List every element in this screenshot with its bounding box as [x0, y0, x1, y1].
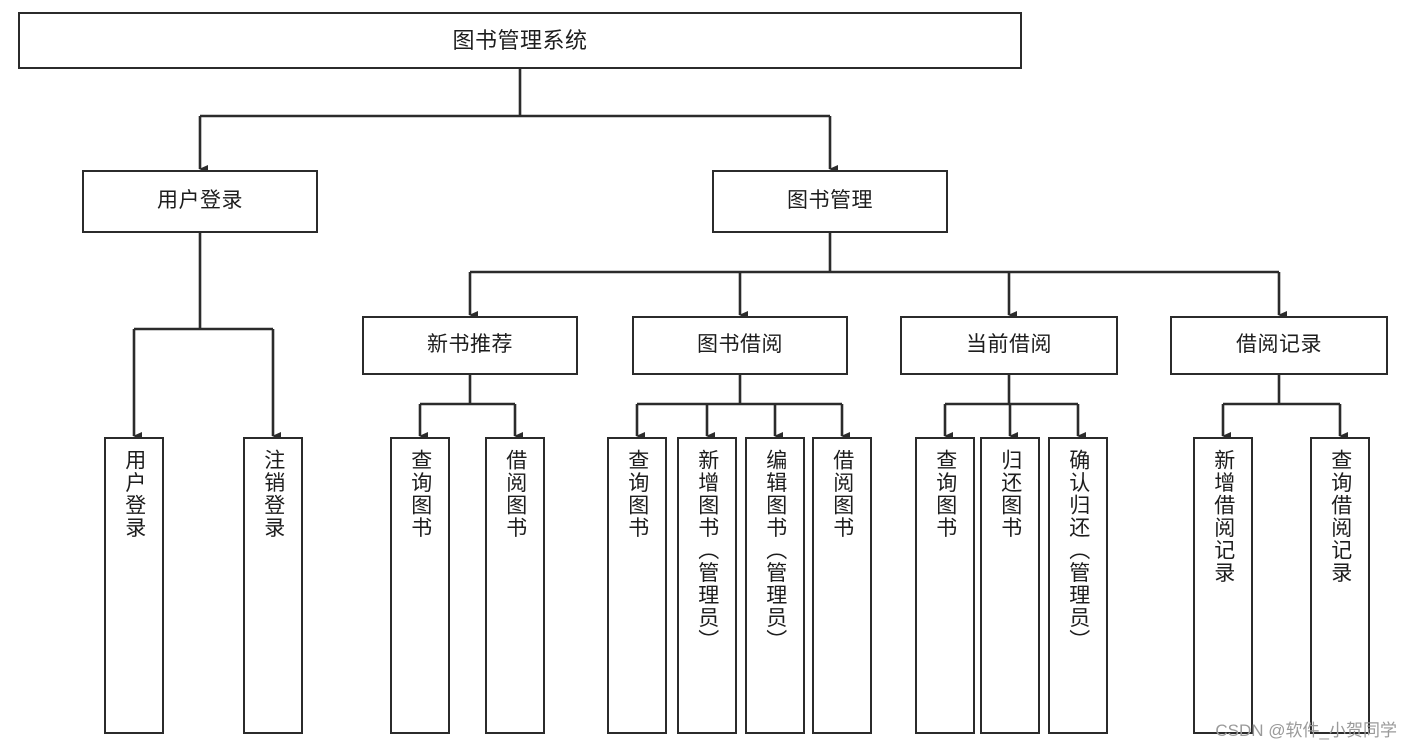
leaf-add-book[interactable]: 新增图书（管理员） [677, 437, 737, 734]
node-user-login-label: 用户登录 [157, 189, 243, 213]
leaf-query-book-current-label: 查询图书 [933, 449, 957, 539]
leaf-add-borrow-record-label: 新增借阅记录 [1211, 449, 1235, 584]
node-current-borrow[interactable]: 当前借阅 [900, 316, 1118, 375]
node-root[interactable]: 图书管理系统 [18, 12, 1022, 69]
node-book-borrow-label: 图书借阅 [697, 333, 783, 357]
leaf-borrow-book-recommend[interactable]: 借阅图书 [485, 437, 545, 734]
node-book-manage-label: 图书管理 [787, 189, 873, 213]
leaf-edit-book-label: 编辑图书（管理员） [763, 449, 787, 652]
leaf-query-borrow-record[interactable]: 查询借阅记录 [1310, 437, 1370, 734]
leaf-query-book-borrow-label: 查询图书 [625, 449, 649, 539]
watermark: CSDN @软件_小贺同学 [1215, 721, 1397, 740]
leaf-user-login-label: 用户登录 [122, 449, 146, 539]
leaf-query-book-recommend-label: 查询图书 [408, 449, 432, 539]
leaf-add-borrow-record[interactable]: 新增借阅记录 [1193, 437, 1253, 734]
leaf-query-book-recommend[interactable]: 查询图书 [390, 437, 450, 734]
leaf-borrow-book[interactable]: 借阅图书 [812, 437, 872, 734]
node-borrow-record-label: 借阅记录 [1236, 333, 1322, 357]
leaf-borrow-book-label: 借阅图书 [830, 449, 854, 539]
leaf-logout-label: 注销登录 [261, 449, 285, 539]
leaf-query-borrow-record-label: 查询借阅记录 [1328, 449, 1352, 584]
leaf-confirm-return-label: 确认归还（管理员） [1066, 449, 1090, 652]
leaf-user-login[interactable]: 用户登录 [104, 437, 164, 734]
node-book-borrow[interactable]: 图书借阅 [632, 316, 848, 375]
leaf-return-book[interactable]: 归还图书 [980, 437, 1040, 734]
leaf-confirm-return[interactable]: 确认归还（管理员） [1048, 437, 1108, 734]
node-borrow-record[interactable]: 借阅记录 [1170, 316, 1388, 375]
node-user-login[interactable]: 用户登录 [82, 170, 318, 233]
leaf-add-book-label: 新增图书（管理员） [695, 449, 719, 652]
leaf-edit-book[interactable]: 编辑图书（管理员） [745, 437, 805, 734]
node-current-borrow-label: 当前借阅 [966, 333, 1052, 357]
node-new-book-recommend-label: 新书推荐 [427, 333, 513, 357]
node-root-label: 图书管理系统 [452, 27, 588, 53]
node-new-book-recommend[interactable]: 新书推荐 [362, 316, 578, 375]
leaf-query-book-borrow[interactable]: 查询图书 [607, 437, 667, 734]
node-book-manage[interactable]: 图书管理 [712, 170, 948, 233]
leaf-borrow-book-recommend-label: 借阅图书 [503, 449, 527, 539]
leaf-logout[interactable]: 注销登录 [243, 437, 303, 734]
leaf-query-book-current[interactable]: 查询图书 [915, 437, 975, 734]
leaf-return-book-label: 归还图书 [998, 449, 1022, 539]
